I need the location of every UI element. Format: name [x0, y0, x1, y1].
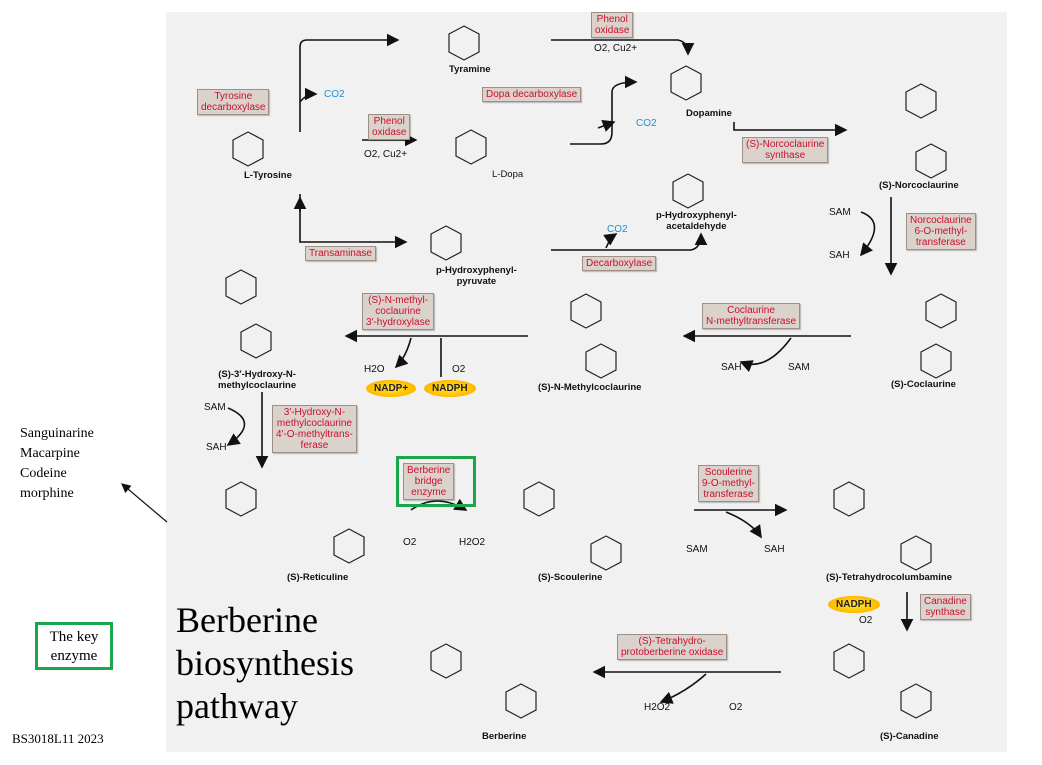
co2-tyrosine: CO2 [324, 89, 345, 100]
compound-tyramine: Tyramine [449, 64, 491, 75]
o2-hydroxylase: O2 [452, 364, 466, 375]
side-products-list: Sanguinarine Macarpine Codeine morphine [20, 424, 94, 504]
key-legend-line1: The key [49, 629, 99, 645]
enzyme-transaminase: Transaminase [305, 246, 376, 261]
o2-cu-top: O2, Cu2+ [594, 43, 638, 54]
enzyme-phenol-oxidase-top: Phenol oxidase [591, 12, 634, 38]
side-products-arrow [121, 483, 168, 523]
compound-s-n-methylcoclaurine: (S)-N-Methylcoclaurine [538, 382, 642, 393]
compound-l-dopa: L-Dopa [492, 169, 524, 180]
enzyme-berberine-bridge: Berberine bridge enzyme [403, 463, 455, 500]
key-enzyme-highlight-box [396, 456, 476, 507]
compound-l-tyrosine: L-Tyrosine [244, 170, 292, 181]
co2-dopa: CO2 [636, 118, 657, 129]
enzyme-n-methylcoclaurine-3-hydroxylase: (S)-N-methyl- coclaurine 3′-hydroxylase [362, 293, 435, 330]
side-product-morphine: morphine [20, 486, 74, 501]
enzyme-scoulerine-9-o-methyltransferase: Scoulerine 9-O-methyl- transferase [698, 465, 759, 502]
compound-p-hydroxyphenylacetaldehyde: p-Hydroxyphenyl- acetaldehyde [656, 210, 737, 232]
compound-dopamine: Dopamine [686, 108, 732, 119]
compound-s-norcoclaurine: (S)-Norcoclaurine [879, 180, 959, 191]
side-product-macarpine: Macarpine [20, 446, 80, 461]
sam-norcoclaurine: SAM [829, 207, 851, 218]
nadp-badge: NADP+ [366, 380, 417, 397]
h2o2-bridge: H2O2 [459, 537, 486, 548]
sah-reticuline: SAH [206, 442, 227, 453]
sah-norcoclaurine: SAH [829, 250, 850, 261]
side-product-codeine: Codeine [20, 466, 67, 481]
o2-bridge: O2 [403, 537, 417, 548]
enzyme-phenol-oxidase-mid: Phenol oxidase [368, 114, 411, 140]
nadph-badge-canadine: NADPH [828, 596, 880, 613]
sah-coclaurine: SAH [721, 362, 742, 373]
co2-decarboxylase: CO2 [607, 224, 628, 235]
enzyme-dopa-decarboxylase: Dopa decarboxylase [482, 87, 582, 102]
enzyme-tetrahydroprotoberberine-oxidase: (S)-Tetrahydro- protoberberine oxidase [617, 634, 728, 660]
compound-berberine: Berberine [482, 731, 527, 742]
compound-s-coclaurine: (S)-Coclaurine [891, 379, 956, 390]
sam-scoulerine: SAM [686, 544, 708, 555]
enzyme-canadine-synthase: Canadine synthase [920, 594, 971, 620]
side-product-sanguinarine: Sanguinarine [20, 426, 94, 441]
o2-canadine: O2 [859, 615, 873, 626]
h2o-hydroxylase: H2O [364, 364, 385, 375]
enzyme-3-hydroxy-n-methylcoclaurine-4-o-methyltransferase: 3′-Hydroxy-N- methylcoclaurine 4′-O-meth… [272, 405, 357, 453]
h2o2-oxidase: H2O2 [644, 702, 671, 713]
pathway-title: Berberine biosynthesis pathway [176, 600, 355, 726]
compound-s-canadine: (S)-Canadine [880, 731, 939, 742]
compound-p-hydroxyphenylpyruvate: p-Hydroxyphenyl- pyruvate [436, 265, 517, 287]
enzyme-decarboxylase: Decarboxylase [582, 256, 657, 271]
footer-course-code: BS3018L11 2023 [12, 731, 104, 746]
sah-scoulerine: SAH [764, 544, 785, 555]
nadph-badge-hydroxylase: NADPH [424, 380, 476, 397]
pathway-figure: Tyrosine decarboxylase Phenol oxidase Ph… [166, 12, 1007, 752]
pathway-arrows-and-structures [225, 25, 957, 719]
o2-cu-mid: O2, Cu2+ [364, 149, 408, 160]
enzyme-norcoclaurine-6-o-methyltransferase: Norcoclaurine 6-O-methyl- transferase [906, 213, 976, 250]
compound-s-reticuline: (S)-Reticuline [287, 572, 349, 583]
sam-coclaurine: SAM [788, 362, 810, 373]
enzyme-tyrosine-decarboxylase: Tyrosine decarboxylase [197, 89, 270, 115]
enzyme-norcoclaurine-synthase: (S)-Norcoclaurine synthase [742, 137, 829, 163]
enzyme-coclaurine-n-methyltransferase: Coclaurine N-methyltransferase [702, 303, 801, 329]
o2-oxidase: O2 [729, 702, 743, 713]
compound-s-3-hydroxy-n-methylcoclaurine: (S)-3′-Hydroxy-N- methylcoclaurine [218, 369, 297, 391]
sam-reticuline: SAM [204, 402, 226, 413]
key-enzyme-legend: The key enzyme [35, 622, 113, 670]
key-legend-line2: enzyme [50, 648, 98, 664]
compound-s-scoulerine: (S)-Scoulerine [538, 572, 603, 583]
compound-s-tetrahydrocolumbamine: (S)-Tetrahydrocolumbamine [826, 572, 952, 583]
